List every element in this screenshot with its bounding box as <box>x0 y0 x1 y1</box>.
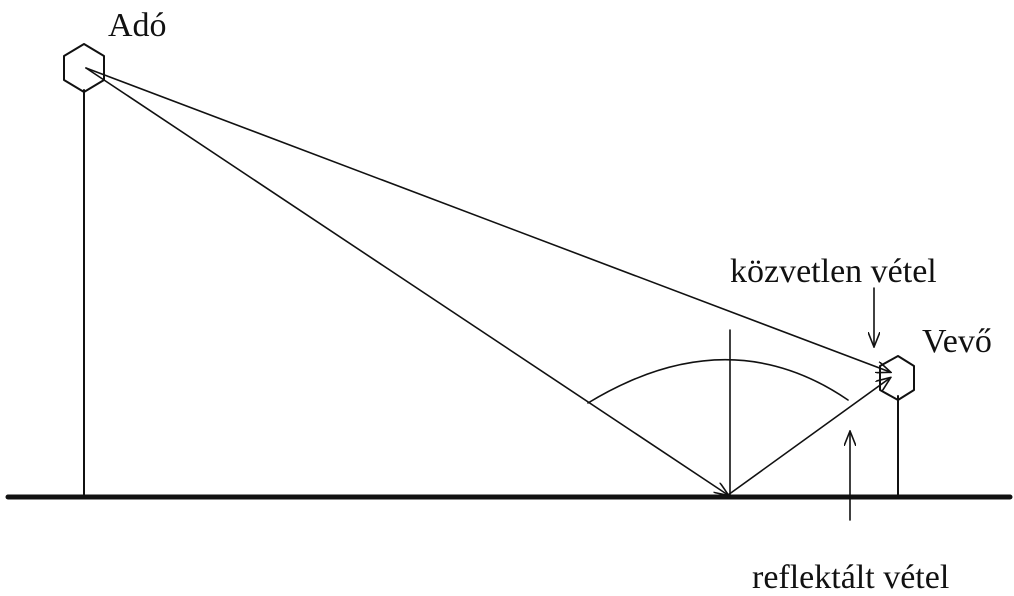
direct-ray-arrow <box>85 67 890 372</box>
direct-reception-label: közvetlen vétel <box>730 253 937 290</box>
reflection-angle-arc <box>587 358 849 404</box>
transmitter-label: Adó <box>108 7 167 44</box>
transmitter-antenna-icon <box>63 43 105 93</box>
receiver-antenna-icon <box>879 355 915 401</box>
incident-ray-arrow <box>85 67 728 495</box>
reflected-reception-label: reflektált vétel <box>752 559 949 596</box>
receiver-label: Vevő <box>922 323 992 360</box>
reflected-ray-arrow <box>727 378 890 496</box>
